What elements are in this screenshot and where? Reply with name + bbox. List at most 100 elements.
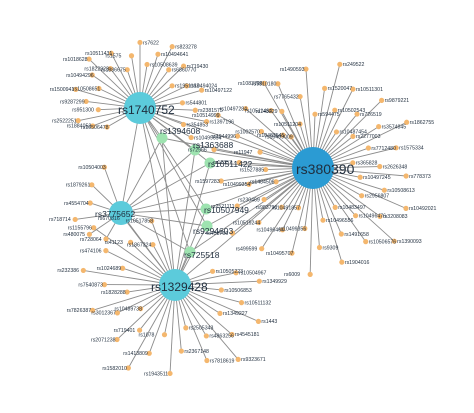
snp-leaf-node[interactable] — [120, 265, 126, 271]
snp-leaf-node[interactable] — [257, 149, 263, 155]
snp-leaf-node[interactable] — [379, 97, 385, 103]
snp-leaf-node[interactable] — [107, 66, 114, 72]
snp-leaf-node[interactable] — [218, 178, 224, 184]
snp-leaf-node[interactable] — [101, 282, 108, 288]
snp-leaf-node[interactable] — [352, 213, 359, 219]
snp-leaf-node[interactable] — [209, 268, 216, 274]
snp-leaf-node[interactable] — [87, 200, 93, 206]
snp-leaf-node[interactable] — [169, 83, 175, 89]
snp-leaf-node[interactable] — [275, 81, 281, 87]
snp-leaf-node[interactable] — [280, 132, 286, 138]
snp-leaf-node[interactable] — [211, 147, 217, 153]
snp-leaf-node[interactable] — [261, 80, 267, 86]
snp-leaf-node[interactable] — [359, 193, 365, 199]
shared-snp-node[interactable] — [204, 157, 216, 169]
snp-leaf-node[interactable] — [404, 119, 410, 125]
snp-leaf-node[interactable] — [238, 300, 245, 306]
snp-leaf-node[interactable] — [295, 205, 302, 211]
snp-leaf-node[interactable] — [316, 244, 323, 251]
snp-leaf-node[interactable] — [124, 289, 130, 295]
snp-leaf-node[interactable] — [188, 134, 194, 141]
snp-leaf-node[interactable] — [80, 267, 86, 274]
snp-leaf-node[interactable] — [167, 370, 173, 377]
snp-leaf-node[interactable] — [256, 278, 262, 284]
shared-snp-node[interactable] — [189, 144, 201, 156]
hub-snp-node[interactable] — [292, 147, 334, 189]
snp-leaf-node[interactable] — [114, 336, 120, 343]
snp-leaf-node[interactable] — [229, 230, 236, 236]
snp-leaf-node[interactable] — [350, 133, 356, 139]
snp-leaf-node[interactable] — [215, 112, 221, 118]
snp-leaf-node[interactable] — [233, 270, 239, 276]
snp-leaf-node[interactable] — [83, 98, 89, 105]
snp-leaf-node[interactable] — [332, 107, 338, 113]
snp-leaf-node[interactable] — [297, 93, 303, 100]
snp-leaf-node[interactable] — [279, 204, 285, 210]
snp-leaf-node[interactable] — [255, 318, 262, 324]
snp-leaf-node[interactable] — [161, 332, 168, 338]
snp-leaf-node[interactable] — [312, 111, 318, 117]
snp-leaf-node[interactable] — [339, 259, 345, 265]
shared-snp-node[interactable] — [201, 220, 213, 232]
shared-snp-node[interactable] — [184, 246, 196, 258]
snp-leaf-node[interactable] — [235, 356, 241, 363]
snp-leaf-node[interactable] — [72, 216, 78, 223]
snp-leaf-node[interactable] — [192, 107, 198, 113]
snp-leaf-node[interactable] — [114, 310, 120, 316]
snp-leaf-node[interactable] — [89, 182, 95, 188]
snp-leaf-node[interactable] — [403, 173, 409, 179]
snp-leaf-node[interactable] — [302, 225, 308, 232]
snp-leaf-node[interactable] — [150, 242, 156, 248]
snp-leaf-node[interactable] — [169, 44, 175, 50]
snp-leaf-node[interactable] — [95, 107, 101, 113]
snp-leaf-node[interactable] — [279, 227, 286, 233]
shared-snp-node[interactable] — [156, 132, 168, 144]
snp-leaf-node[interactable] — [268, 107, 274, 114]
snp-leaf-node[interactable] — [103, 248, 109, 254]
snp-leaf-node[interactable] — [180, 63, 187, 69]
snp-leaf-node[interactable] — [146, 350, 152, 356]
snp-leaf-node[interactable] — [96, 85, 102, 92]
snp-leaf-node[interactable] — [363, 239, 369, 245]
snp-leaf-node[interactable] — [183, 325, 189, 331]
snp-leaf-node[interactable] — [218, 287, 224, 293]
snp-leaf-node[interactable] — [338, 231, 344, 237]
snp-leaf-node[interactable] — [377, 163, 383, 170]
snp-leaf-node[interactable] — [332, 204, 338, 210]
snp-leaf-node[interactable] — [75, 118, 81, 124]
snp-leaf-node[interactable] — [149, 218, 155, 224]
snp-leaf-node[interactable] — [365, 145, 371, 151]
snp-leaf-node[interactable] — [261, 196, 267, 203]
snp-leaf-node[interactable] — [354, 111, 360, 117]
snp-leaf-node[interactable] — [166, 67, 172, 73]
snp-leaf-node[interactable] — [337, 61, 343, 67]
snp-leaf-node[interactable] — [203, 333, 209, 339]
hub-snp-node[interactable] — [109, 201, 133, 225]
snp-leaf-node[interactable] — [137, 39, 143, 46]
snp-leaf-node[interactable] — [234, 203, 240, 209]
snp-leaf-node[interactable] — [103, 236, 109, 242]
snp-leaf-node[interactable] — [86, 231, 92, 237]
snp-leaf-node[interactable] — [90, 123, 96, 129]
snp-leaf-node[interactable] — [350, 160, 356, 166]
snp-leaf-node[interactable] — [203, 118, 210, 125]
snp-leaf-node[interactable] — [155, 51, 161, 57]
snp-leaf-node[interactable] — [234, 133, 241, 139]
snp-leaf-node[interactable] — [104, 124, 110, 130]
snp-leaf-node[interactable] — [127, 239, 134, 245]
snp-leaf-node[interactable] — [279, 108, 285, 114]
snp-leaf-node[interactable] — [144, 61, 150, 68]
snp-leaf-node[interactable] — [90, 307, 96, 313]
snp-leaf-node[interactable] — [184, 83, 190, 89]
snp-leaf-node[interactable] — [357, 174, 363, 180]
snp-leaf-node[interactable] — [288, 134, 294, 140]
snp-leaf-node[interactable] — [73, 86, 79, 92]
snp-leaf-node[interactable] — [229, 331, 235, 338]
snp-leaf-node[interactable] — [108, 50, 114, 56]
snp-leaf-node[interactable] — [89, 72, 95, 78]
snp-leaf-node[interactable] — [217, 310, 223, 316]
snp-leaf-node[interactable] — [320, 217, 326, 223]
snp-leaf-node[interactable] — [86, 56, 92, 62]
snp-leaf-node[interactable] — [178, 348, 184, 354]
snp-leaf-node[interactable] — [204, 357, 210, 364]
